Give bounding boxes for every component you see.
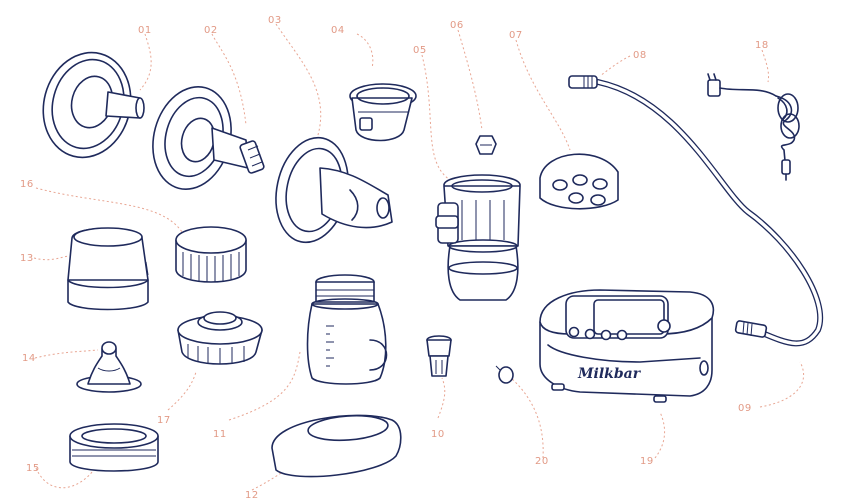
- label-16: 16: [20, 179, 34, 190]
- part-18-power-adapter-cable: [707, 73, 800, 181]
- label-02: 02: [204, 25, 218, 36]
- part-04-valve-cup: [349, 83, 417, 142]
- part-16-screw-lid: [175, 226, 247, 283]
- label-04: 04: [331, 25, 345, 36]
- label-01: 01: [138, 25, 152, 36]
- part-14-teat: [76, 341, 142, 393]
- part-12-bottle-stand: [271, 414, 402, 478]
- leader-lines: [33, 23, 805, 491]
- part-10-duckbill-valve: [426, 335, 452, 377]
- milkbar-logo-text: Milkbar: [577, 366, 642, 382]
- part-19-pump-motor-unit: Milkbar: [539, 289, 715, 403]
- part-06-small-plug: [475, 135, 497, 155]
- label-05: 05: [413, 45, 427, 56]
- label-10: 10: [431, 429, 445, 440]
- label-12: 12: [245, 490, 259, 501]
- label-08: 08: [633, 50, 647, 61]
- label-15: 15: [26, 463, 40, 474]
- label-17: 17: [157, 415, 171, 426]
- part-20-small-membrane: [495, 365, 514, 384]
- part-11-milk-bottle: [306, 274, 388, 385]
- label-03: 03: [268, 15, 282, 26]
- part-labels: 01 02 03 04 05 06 07 08 09 10 11 12 13 1…: [20, 15, 769, 501]
- label-09: 09: [738, 403, 752, 414]
- label-20: 20: [535, 456, 549, 467]
- part-02-flange-insert: [152, 86, 265, 190]
- part-07-dome-cover: [539, 153, 619, 210]
- label-06: 06: [450, 20, 464, 31]
- part-08-09-air-tube: [568, 75, 824, 347]
- part-01-breast-flange: [42, 51, 145, 159]
- part-13-bottle-cap: [67, 227, 149, 311]
- label-07: 07: [509, 30, 523, 41]
- part-17-collar-ring: [177, 311, 263, 365]
- label-13: 13: [20, 253, 34, 264]
- part-05-pump-body: [435, 174, 521, 301]
- label-14: 14: [22, 353, 36, 364]
- label-11: 11: [213, 429, 227, 440]
- label-18: 18: [755, 40, 769, 51]
- part-15-threaded-ring: [69, 423, 159, 472]
- label-19: 19: [640, 456, 654, 467]
- part-03-funnel-connector: [275, 136, 393, 244]
